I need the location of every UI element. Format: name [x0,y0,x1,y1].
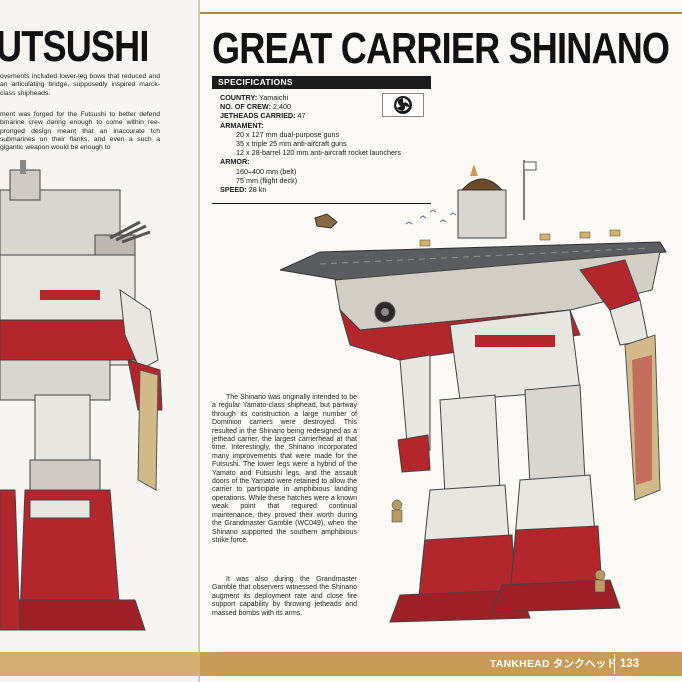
body-paragraph-2: It was also during the Grandmaster Gambl… [212,576,357,617]
spec-jetheads: JETHEADS CARRIED: 47 [220,111,306,121]
shinano-mech-illustration [280,160,667,623]
left-page-paragraph-1: ovements included lower-leg bows that re… [0,73,160,97]
spec-armor-item: 160–400 mm (belt) [236,166,297,176]
spec-armament-item: 12 x 28-barrel 120 mm anti-aircraft rock… [236,148,401,158]
spec-armor: ARMOR: [220,157,250,167]
spec-speed: SPEED: 28 kn [220,185,267,195]
spec-country: COUNTRY: Yamaichi [220,93,289,102]
spec-armor-item: 75 mm (flight deck) [236,175,298,185]
spec-armament: ARMAMENT: [220,120,264,130]
top-rule [200,12,682,14]
futsushi-mech-illustration [0,160,163,631]
left-page-title: UTSUSHI [0,22,149,71]
page-number: 133 [620,658,640,670]
right-page: GREAT CARRIER SHINANO SPECIFICATIONS COU… [200,0,682,682]
spec-armament-item: 20 x 127 mm dual-purpose guns [236,129,340,139]
specifications-header: SPECIFICATIONS [212,76,431,89]
yamaichi-flag-icon [382,93,424,117]
left-page-paragraph-2: ment was forged for the Futsushi to bett… [0,111,160,152]
spec-armament-item: 35 x triple 25 mm anti-aircraft guns [236,139,347,149]
footer-bar [0,652,682,676]
specifications-divider [212,203,431,204]
body-paragraph-1: The Shinano was originally intended to b… [212,394,357,544]
footer-divider [614,654,615,674]
page-title: GREAT CARRIER SHINANO [212,24,670,73]
book-gutter [198,0,201,682]
left-page: UTSUSHI ovements included lower-leg bows… [0,0,199,682]
specifications-list: COUNTRY: Yamaichi NO. OF CREW: 2,400 JET… [220,93,460,194]
spec-crew: NO. OF CREW: 2,400 [220,102,291,112]
footer-book-title: TANKHEAD タンクヘッド [490,658,618,670]
